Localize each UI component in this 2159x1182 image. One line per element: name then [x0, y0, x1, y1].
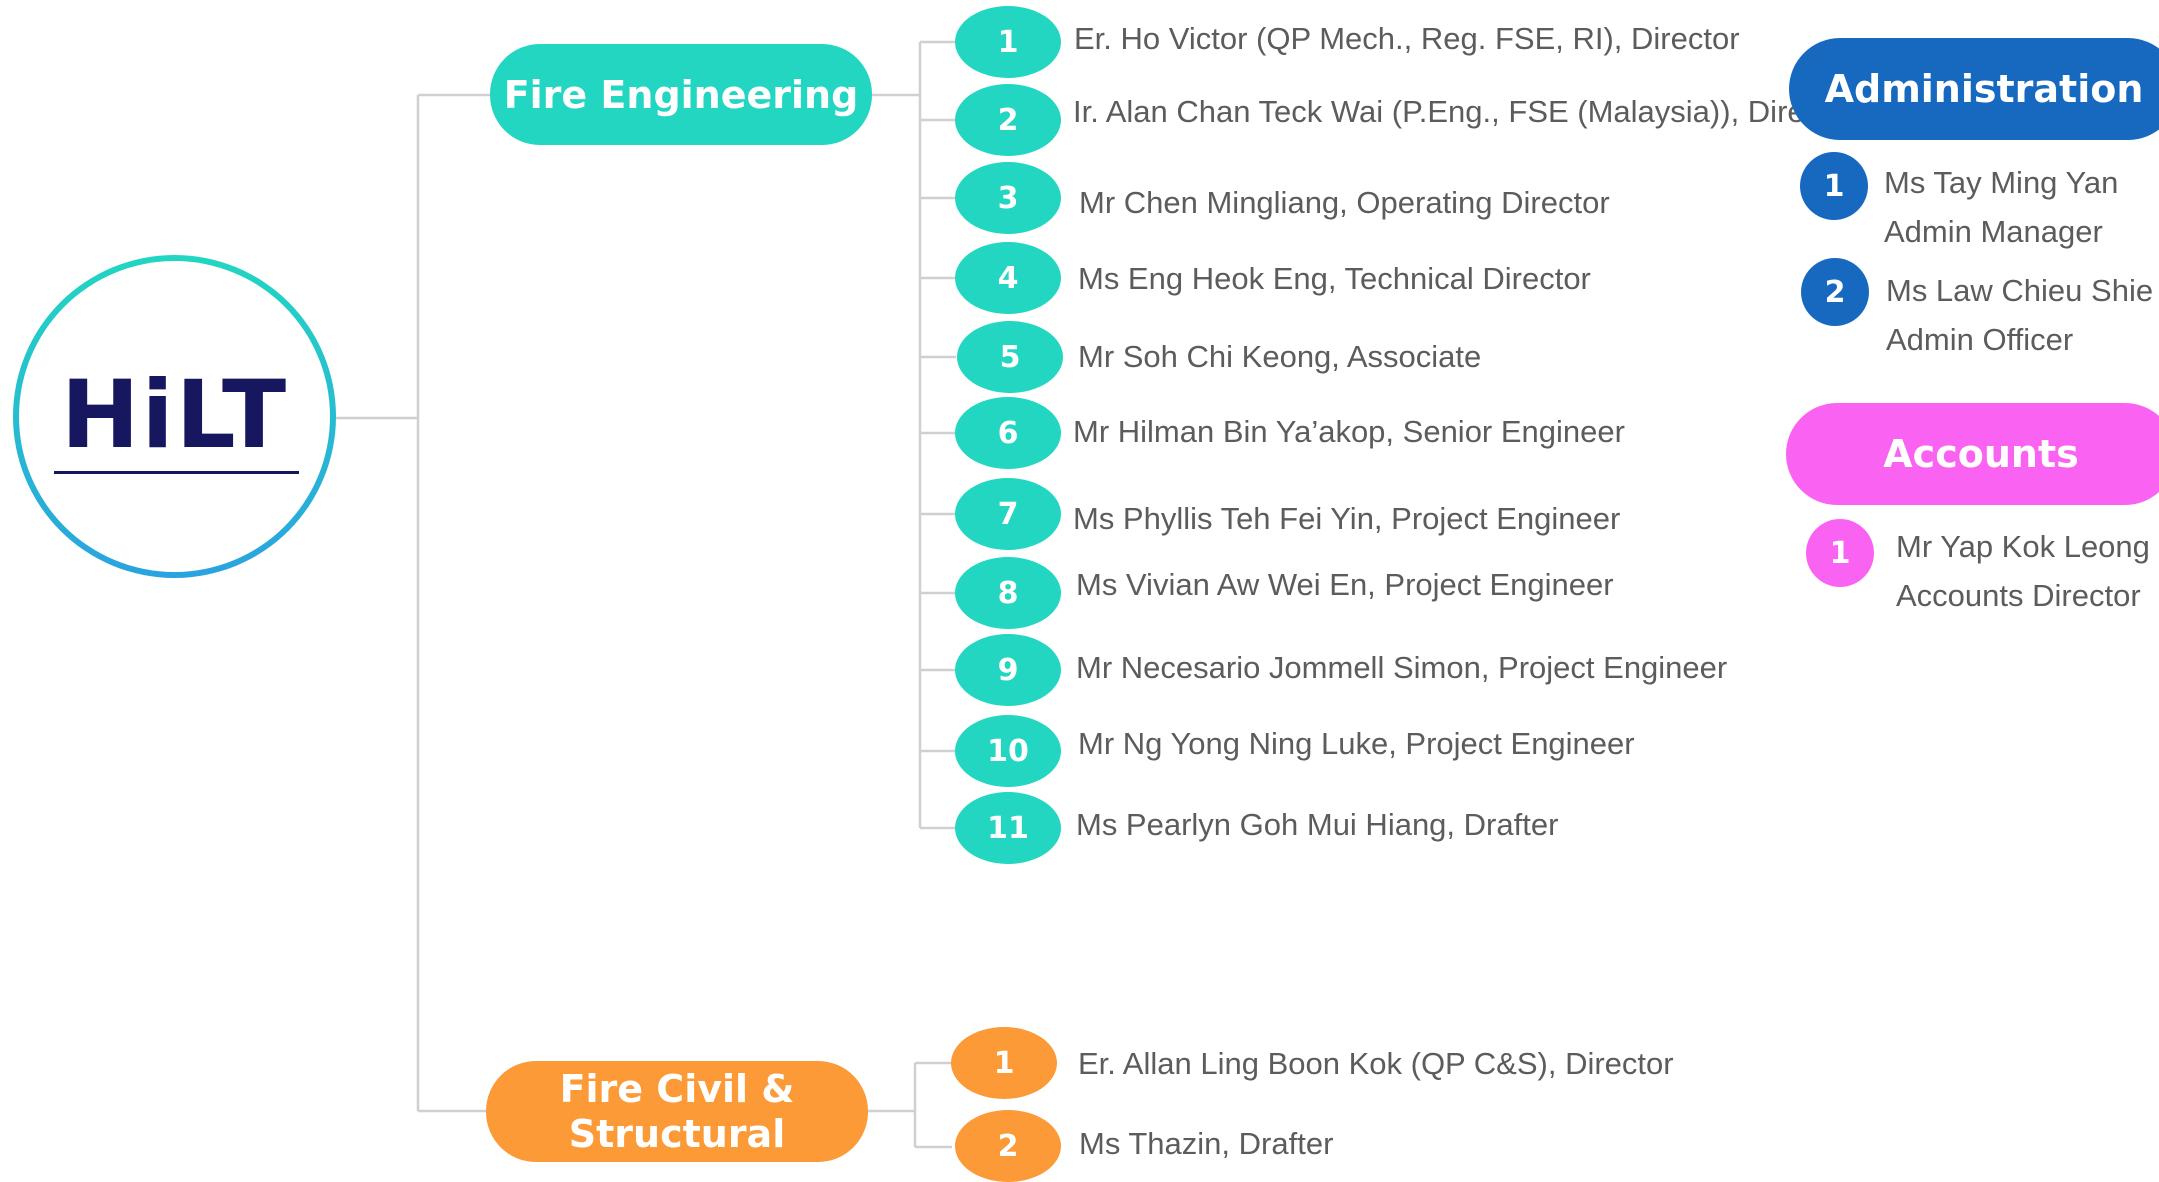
admin-member-1-name: Ms Tay Ming Yan [1884, 165, 2119, 200]
civil-branch [868, 1061, 952, 1149]
admin-member-1: Ms Tay Ming Yan Admin Manager [1884, 158, 2118, 256]
fire-member-5: Mr Soh Chi Keong, Associate [1078, 339, 1482, 374]
fire-member-8: Ms Vivian Aw Wei En, Project Engineer [1076, 567, 1614, 602]
fire-civil-title-line1: Fire Civil & [559, 1066, 795, 1111]
fire-member-2-number: 2 [955, 84, 1061, 156]
fire-member-11-number: 11 [955, 792, 1061, 864]
fire-member-8-number: 8 [955, 557, 1061, 629]
fire-civil-structural-heading: Fire Civil & Structural [486, 1061, 868, 1162]
fire-member-2: Ir. Alan Chan Teck Wai (P.Eng., FSE (Mal… [1073, 94, 1857, 129]
fire-member-10-number: 10 [955, 715, 1061, 787]
civil-member-1: Er. Allan Ling Boon Kok (QP C&S), Direct… [1078, 1046, 1674, 1081]
admin-member-1-role: Admin Manager [1884, 214, 2103, 249]
civil-member-2: Ms Thazin, Drafter [1079, 1126, 1334, 1161]
fire-member-10: Mr Ng Yong Ning Luke, Project Engineer [1078, 726, 1635, 761]
fire-civil-title-line2: Structural [568, 1111, 786, 1156]
admin-member-2-name: Ms Law Chieu Shie [1886, 273, 2154, 308]
logo-text: HiLT [60, 361, 289, 470]
fire-member-3-number: 3 [955, 162, 1061, 234]
civil-member-1-number: 1 [951, 1027, 1057, 1099]
fire-member-5-number: 5 [957, 321, 1063, 393]
fire-branch [872, 42, 922, 828]
accounts-member-1: Mr Yap Kok Leong Accounts Director [1896, 522, 2150, 620]
fire-member-4: Ms Eng Heok Eng, Technical Director [1078, 261, 1591, 296]
fire-member-1-number: 1 [955, 6, 1061, 78]
accounts-member-1-name: Mr Yap Kok Leong [1896, 529, 2150, 564]
fire-member-11: Ms Pearlyn Goh Mui Hiang, Drafter [1076, 807, 1559, 842]
fire-member-1: Er. Ho Victor (QP Mech., Reg. FSE, RI), … [1074, 21, 1740, 56]
civil-member-2-number: 2 [955, 1110, 1061, 1182]
fire-member-6-number: 6 [955, 397, 1061, 469]
accounts-heading: Accounts [1786, 403, 2159, 505]
company-logo: HiLT [13, 255, 336, 578]
logo-trunk [336, 93, 490, 1113]
logo-underline [54, 471, 299, 474]
fire-member-4-number: 4 [955, 242, 1061, 314]
fire-engineering-heading: Fire Engineering [490, 44, 872, 145]
accounts-member-1-role: Accounts Director [1896, 578, 2141, 613]
accounts-member-1-number: 1 [1806, 519, 1874, 587]
fire-member-7: Ms Phyllis Teh Fei Yin, Project Engineer [1073, 501, 1621, 536]
admin-member-2-role: Admin Officer [1886, 322, 2074, 357]
logo-inner: HiLT [19, 261, 330, 572]
fire-member-7-number: 7 [955, 478, 1061, 550]
administration-heading: Administration [1789, 38, 2159, 140]
admin-member-2-number: 2 [1801, 258, 1869, 326]
fire-member-9-number: 9 [955, 634, 1061, 706]
admin-member-2: Ms Law Chieu Shie Admin Officer [1886, 266, 2153, 364]
fire-member-3: Mr Chen Mingliang, Operating Director [1079, 185, 1610, 220]
admin-member-1-number: 1 [1800, 152, 1868, 220]
fire-member-9: Mr Necesario Jommell Simon, Project Engi… [1076, 650, 1728, 685]
fire-member-6: Mr Hilman Bin Ya’akop, Senior Engineer [1073, 414, 1625, 449]
fire-stubs [920, 40, 956, 830]
